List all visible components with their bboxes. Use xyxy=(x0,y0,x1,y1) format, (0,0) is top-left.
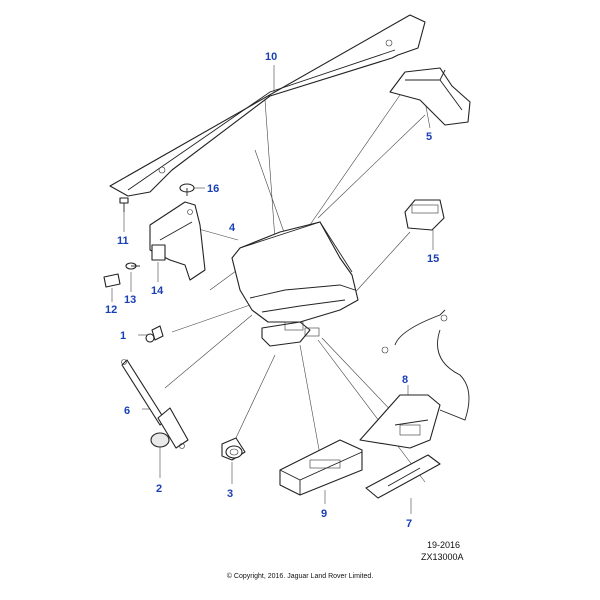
drawing-code: ZX13000A xyxy=(421,552,464,562)
callout-3: 3 xyxy=(227,488,233,500)
callout-7: 7 xyxy=(406,518,412,530)
cap-part-12 xyxy=(103,273,121,288)
callout-5: 5 xyxy=(426,131,432,143)
latch-part-8 xyxy=(359,309,470,449)
gas-strut-part-6 xyxy=(121,359,189,449)
callout-6: 6 xyxy=(124,405,130,417)
grommet-part-3 xyxy=(221,437,246,461)
tailgate-outline xyxy=(231,221,359,347)
callout-9: 9 xyxy=(321,508,327,520)
fastener-part-1 xyxy=(145,325,164,343)
callout-13: 13 xyxy=(124,294,136,306)
copyright-notice: © Copyright, 2016. Jaguar Land Rover Lim… xyxy=(227,572,373,580)
callout-14: 14 xyxy=(151,285,164,297)
latch-cover-part-7 xyxy=(365,454,441,499)
callout-2: 2 xyxy=(156,483,162,495)
callout-10: 10 xyxy=(265,51,277,63)
callout-16: 16 xyxy=(207,183,219,195)
screw-part-11 xyxy=(119,197,129,212)
trim-panel-part-10 xyxy=(109,14,426,197)
callout-8: 8 xyxy=(402,374,408,386)
callout-12: 12 xyxy=(105,304,117,316)
module-part-9 xyxy=(279,439,363,496)
clip-part-14 xyxy=(151,244,166,261)
pad-part-2 xyxy=(150,432,170,448)
corner-trim-part-5 xyxy=(389,67,471,126)
callout-11: 11 xyxy=(117,235,129,247)
callout-4: 4 xyxy=(229,222,236,234)
leader-lines xyxy=(111,65,434,514)
clip-part-16 xyxy=(179,183,195,196)
callout-15: 15 xyxy=(427,253,439,265)
date-code: 19-2016 xyxy=(427,540,460,550)
switch-part-15 xyxy=(404,199,445,231)
callout-labels: 10 5 16 11 4 15 14 13 12 1 8 6 2 3 9 7 xyxy=(105,51,439,530)
screw-part-13 xyxy=(125,262,140,270)
callout-1: 1 xyxy=(120,330,126,342)
